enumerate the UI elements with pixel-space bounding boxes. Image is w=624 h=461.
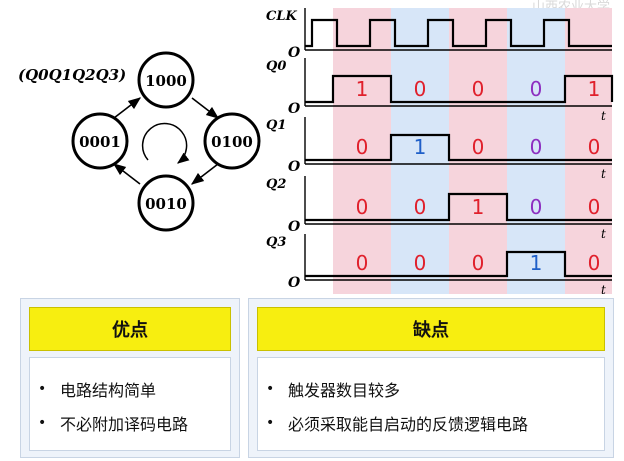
advantages-list: • 电路结构简单 • 不必附加译码电路 [29,357,231,451]
time-band [391,8,449,294]
list-item: • 必须采取能自启动的反馈逻辑电路 [266,406,604,440]
bit-value: 1 [356,77,369,101]
time-axis-label: t [601,109,606,123]
time-axis-label: t [601,283,606,297]
bit-value: 0 [588,195,601,219]
signal-waveform [305,192,612,222]
list-item: • 不必附加译码电路 [38,406,230,440]
row-label: CLK [266,9,297,24]
state-order-label: (Q0Q1Q2Q3) [18,66,126,84]
signal-waveform [305,133,612,162]
bullet-icon: • [38,415,47,431]
row-label: Q1 [266,118,286,133]
origin-label: O [288,219,301,235]
bullet-icon: • [266,381,275,397]
time-band [565,8,612,294]
bit-value: 0 [356,251,369,275]
clock-waveform [305,18,612,48]
disadvantage-text: 触发器数目较多 [288,381,401,400]
transition-arrow [113,97,142,119]
origin-label: O [288,159,301,175]
bit-value: 1 [588,77,601,101]
list-item: • 电路结构简单 [38,372,230,406]
bit-value: 0 [414,251,427,275]
time-band [333,8,391,294]
bit-value: 0 [588,135,601,159]
origin-label: O [288,275,301,291]
signal-waveform [305,250,612,278]
state-diagram: (Q0Q1Q2Q3) 1000 0100 0010 0001 [18,51,261,232]
bit-value: 0 [472,251,485,275]
bit-value: 0 [356,195,369,219]
time-axis-label: t [601,227,606,241]
bit-value: 0 [530,77,543,101]
transition-arrow [191,97,220,119]
state-code-top: 1000 [145,72,187,90]
advantage-text: 电路结构简单 [60,381,157,400]
disadvantage-text: 必须采取能自启动的反馈逻辑电路 [288,415,529,434]
bit-value: 0 [472,135,485,159]
bit-value: 0 [472,77,485,101]
state-node-top [137,51,195,109]
advantage-text: 不必附加译码电路 [60,415,189,434]
time-band [449,8,507,294]
origin-label: O [288,45,301,61]
disadvantages-title: 缺点 [257,307,605,351]
bit-value: 0 [530,135,543,159]
state-node-right [203,112,261,170]
bullet-icon: • [38,381,47,397]
state-code-left: 0001 [79,133,121,151]
bullet-icon: • [266,415,275,431]
state-code-bottom: 0010 [145,195,187,213]
transition-arrow [190,163,219,185]
disadvantages-panel: 缺点 • 触发器数目较多 • 必须采取能自启动的反馈逻辑电路 [248,298,614,458]
bit-value: 0 [356,135,369,159]
cycle-direction-icon [141,122,190,164]
disadvantages-list: • 触发器数目较多 • 必须采取能自启动的反馈逻辑电路 [257,357,605,451]
advantages-panel: 优点 • 电路结构简单 • 不必附加译码电路 [20,298,240,458]
bit-value: 0 [414,195,427,219]
advantages-title: 优点 [29,307,231,351]
bit-value: 0 [414,77,427,101]
row-label: Q2 [266,177,286,192]
list-item: • 触发器数目较多 [266,372,604,406]
signal-waveform [305,74,614,104]
row-label: Q0 [266,59,286,74]
bit-value: 1 [472,195,485,219]
state-code-right: 0100 [211,133,253,151]
row-label: Q3 [266,235,286,250]
transition-arrow [112,163,141,185]
time-band [507,8,565,294]
state-node-left [71,112,129,170]
origin-label: O [288,101,301,117]
state-node-bottom [137,174,195,232]
bit-value: 1 [414,135,427,159]
time-axis-label: t [601,167,606,181]
bit-value: 0 [530,195,543,219]
bit-value: 1 [530,251,543,275]
bit-value: 0 [588,251,601,275]
